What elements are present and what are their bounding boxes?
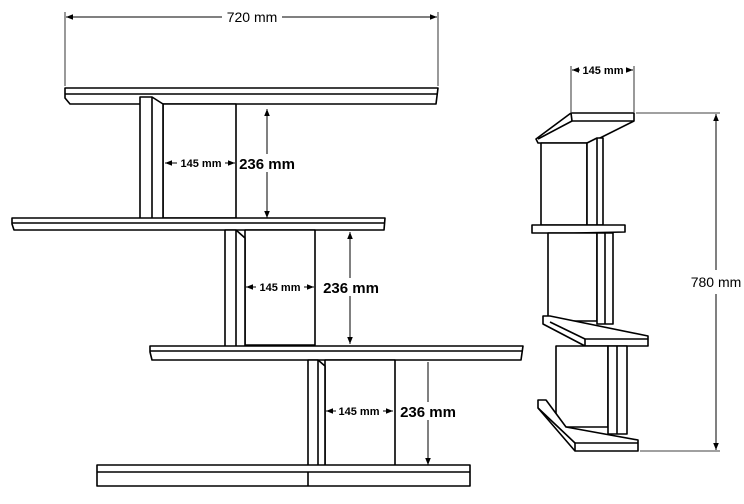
side-shelf-2 <box>531 224 626 234</box>
side-shelf-4 <box>537 399 639 452</box>
side-shelf-1 <box>535 112 635 144</box>
front-view: 720 mm 145 mm 236 mm 145 mm <box>11 9 524 487</box>
compartment-2-height: 236 mm <box>323 280 379 297</box>
back-panel-2 <box>244 229 316 346</box>
post-2 <box>224 229 246 351</box>
post-3 <box>307 359 326 481</box>
compartment-3-height: 236 mm <box>400 404 456 421</box>
compartment-1-width: 145 mm <box>181 158 222 170</box>
compartment-3-width: 145 mm <box>339 406 380 418</box>
shelf-2 <box>11 217 386 231</box>
compartment-1-height: 236 mm <box>239 156 295 173</box>
side-view: 145 mm 780 mm <box>531 65 742 452</box>
compartment-2-width: 145 mm <box>260 282 301 294</box>
shelf-3 <box>149 345 524 361</box>
shelf-1 <box>64 87 439 105</box>
depth-label: 145 mm <box>583 65 624 77</box>
shelf-4 <box>96 464 471 487</box>
height-label: 780 mm <box>691 274 742 290</box>
back-panel-1 <box>162 103 237 219</box>
width-label: 720 mm <box>227 9 278 25</box>
